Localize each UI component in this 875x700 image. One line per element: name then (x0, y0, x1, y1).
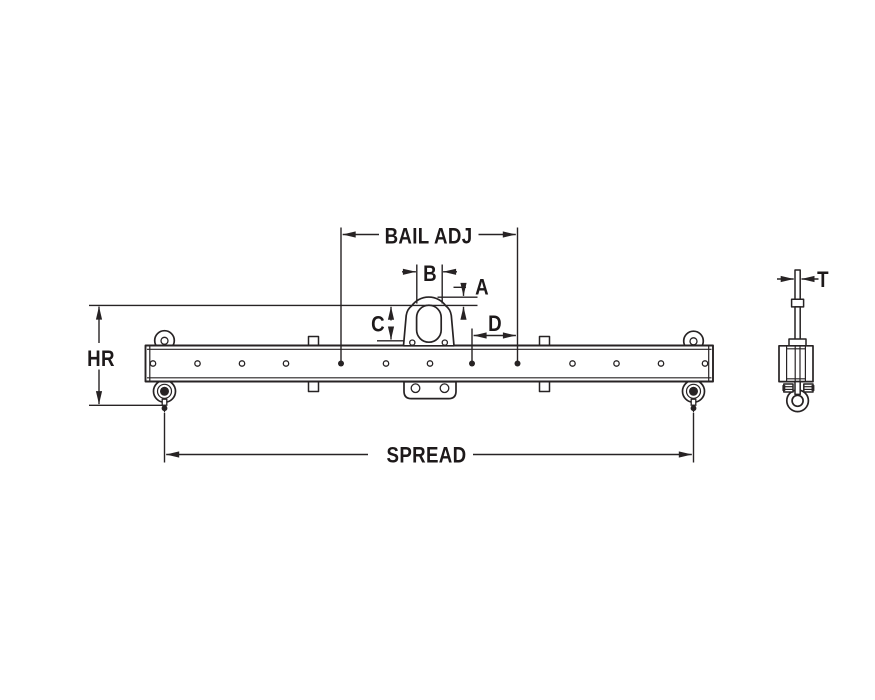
bow-inner (791, 394, 804, 408)
dim-label-bail-adj: BAIL ADJ (385, 225, 473, 249)
nut-end-dark (811, 385, 815, 391)
bail-slot (415, 304, 443, 344)
eye-hole (160, 336, 169, 345)
pin (689, 386, 698, 396)
dim-label-a: A (475, 276, 489, 300)
beam-hole (282, 360, 290, 367)
beam-hole (613, 360, 620, 367)
front-view (144, 296, 714, 413)
dim-label-d: D (488, 313, 502, 337)
bail-bottom-plate (403, 380, 457, 400)
left-shackle-pin (156, 383, 173, 413)
beam-hole-filled (514, 360, 521, 367)
beam-hole-filled (338, 360, 344, 367)
beam-hole (657, 360, 665, 367)
plate-hole (410, 383, 421, 394)
beam-hole (382, 360, 390, 367)
stop-tab-bottom-left (307, 380, 320, 393)
cotter-tip (161, 405, 168, 412)
dim-label-c: C (371, 313, 385, 337)
plate-hole (439, 383, 450, 394)
dim-spread: SPREAD (163, 413, 695, 468)
dim-label-spread: SPREAD (387, 444, 467, 468)
dim-label-b: B (423, 263, 437, 287)
cotter-link (161, 398, 168, 406)
dim-a: A (437, 276, 489, 320)
beam-hole (194, 360, 201, 367)
dim-d: D (469, 313, 517, 367)
stop-tab-bottom-right (538, 380, 551, 393)
bail-base-pin (441, 339, 449, 346)
beam-end-section (778, 344, 814, 383)
beam-hole (238, 360, 246, 367)
cotter-link (690, 398, 697, 406)
dim-bail-adj: BAIL ADJ (338, 225, 521, 367)
beam (144, 344, 714, 383)
eye-hole (689, 337, 698, 346)
nut-end-dark (782, 385, 786, 391)
bail-base-pin (409, 339, 416, 346)
bail-plate-mid (794, 306, 801, 341)
dim-t: T (777, 269, 829, 293)
beam-hole (569, 360, 576, 367)
bail-collar-upper (790, 298, 805, 308)
dim-label-t: T (817, 269, 829, 293)
pin-ring (685, 383, 702, 399)
right-shackle-pin (685, 383, 702, 413)
pin-ring (156, 383, 173, 399)
beam-hole-filled (469, 360, 475, 367)
center-plate-below (794, 380, 801, 396)
pin (160, 386, 169, 396)
beam-hole (426, 360, 434, 367)
dim-c: C (371, 306, 404, 342)
bail-plate-top (794, 269, 801, 301)
dim-label-hr: HR (87, 348, 115, 372)
bail (402, 296, 455, 347)
dim-hr: HR (87, 304, 478, 406)
side-shackle (782, 380, 815, 413)
beam-hole (701, 360, 709, 367)
cotter-tip (690, 405, 697, 412)
beam-hole (149, 360, 157, 367)
side-view: T (777, 269, 829, 413)
section-outline (778, 344, 814, 383)
